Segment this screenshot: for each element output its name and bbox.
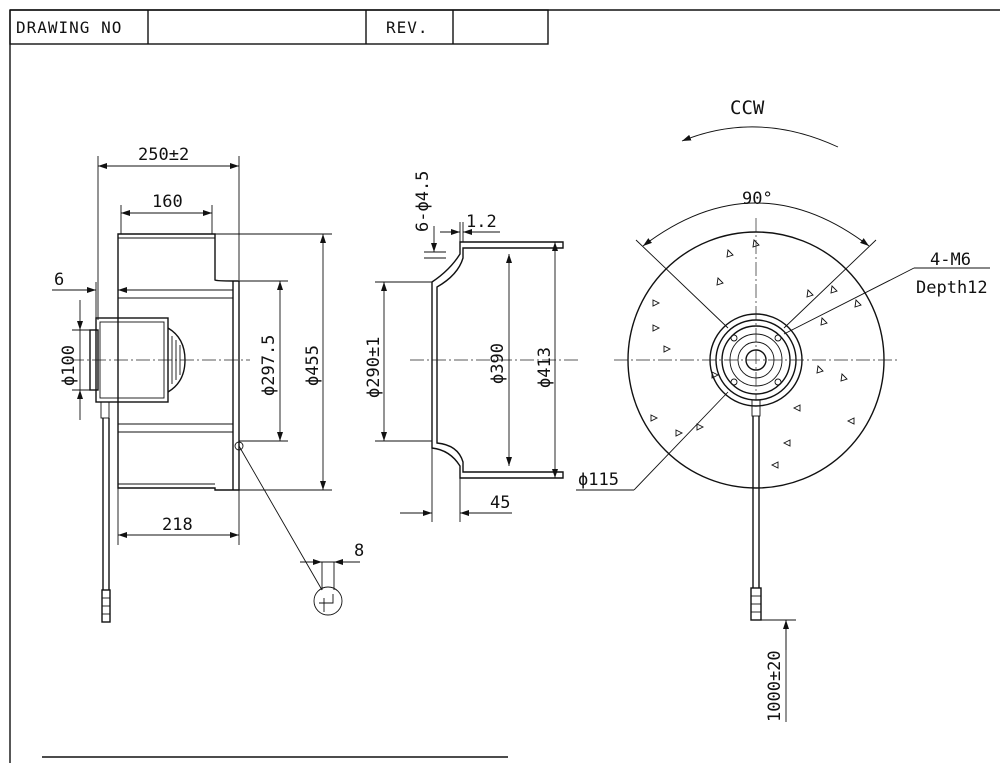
ring-view: 6-ϕ4.5 1.2 ϕ290±1 ϕ390 ϕ413 45 <box>364 171 580 522</box>
dim-overall-depth: 250±2 <box>138 145 189 165</box>
side-view: 250±2 160 6 ϕ100 ϕ297.5 ϕ455 218 <box>52 145 364 623</box>
drawing-no-label: DRAWING NO <box>16 18 122 37</box>
dim-hub-dia: ϕ115 <box>578 470 619 490</box>
rotation-label: CCW <box>730 97 765 119</box>
title-block: DRAWING NO REV. <box>9 9 549 45</box>
thread-depth: Depth12 <box>916 278 988 298</box>
dim-offset: 6 <box>54 270 64 290</box>
dim-outer-dia: ϕ413 <box>535 347 555 388</box>
front-view: CCW 90° 4-M6 Depth12 ϕ115 1000±20 <box>576 97 990 722</box>
dim-motor-depth: 160 <box>152 192 183 212</box>
dim-thickness: 1.2 <box>466 212 497 232</box>
dim-mid-dia: ϕ390 <box>488 343 508 384</box>
angle-label: 90° <box>742 189 773 209</box>
dim-inner-dia: ϕ290±1 <box>364 337 384 398</box>
dim-detail: 8 <box>354 541 364 561</box>
dim-depth: 45 <box>490 493 510 513</box>
thread-spec: 4-M6 <box>930 250 971 270</box>
dim-cable-length: 1000±20 <box>765 650 785 722</box>
dim-holes: 6-ϕ4.5 <box>413 171 433 232</box>
rev-label: REV. <box>386 18 429 37</box>
dim-inlet-dia: ϕ297.5 <box>259 335 279 396</box>
dim-hub-dia: ϕ100 <box>59 345 79 386</box>
dim-outer-dia: ϕ455 <box>303 345 323 386</box>
drawing-frame <box>9 9 1000 763</box>
dim-base-depth: 218 <box>162 515 193 535</box>
